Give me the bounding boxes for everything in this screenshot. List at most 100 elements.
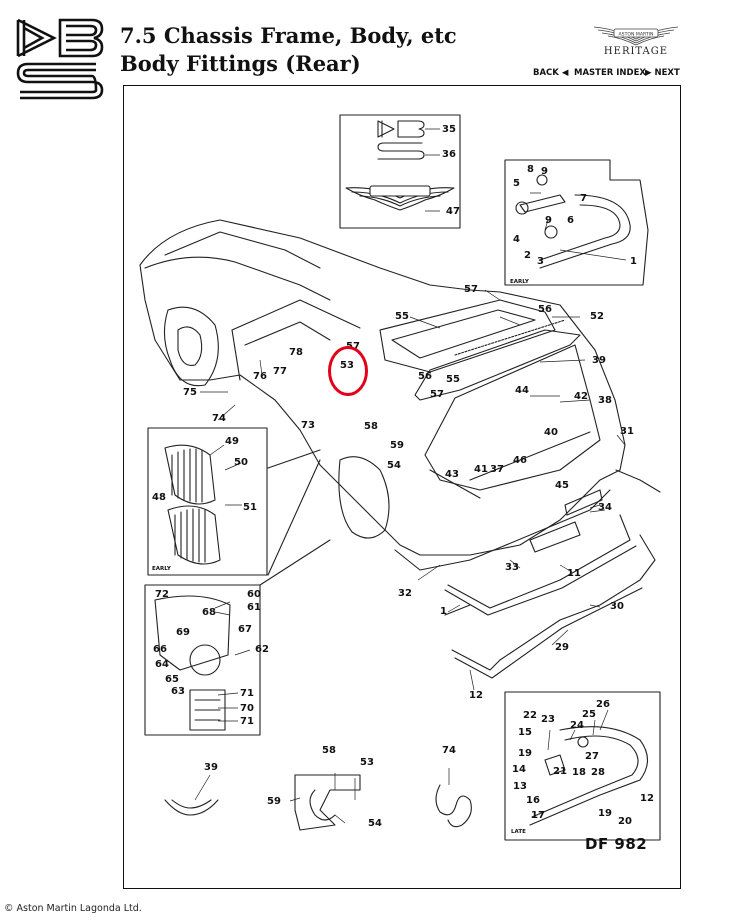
heritage-label: HERITAGE [603, 46, 669, 57]
callout-40: 40 [544, 427, 558, 438]
boot-lid [414, 329, 581, 401]
copyright: © Aston Martin Lagonda Ltd. [4, 903, 142, 914]
callout-39a: 39 [592, 355, 606, 366]
callout-14: 14 [512, 764, 526, 775]
callout-26: 26 [596, 699, 610, 710]
callout-66: 66 [153, 644, 167, 655]
callout-51: 51 [243, 502, 257, 513]
callout-12b: 12 [640, 793, 654, 804]
callout-28: 28 [591, 767, 605, 778]
callout-55a: 55 [395, 311, 409, 322]
callout-74b: 74 [442, 745, 456, 756]
callout-71b: 71 [240, 716, 254, 727]
callout-19b: 19 [518, 748, 532, 759]
callout-46: 46 [513, 455, 527, 466]
callout-20: 20 [618, 816, 632, 827]
callout-33: 33 [505, 562, 519, 573]
callout-44: 44 [515, 385, 529, 396]
next-link[interactable]: ▶ NEXT [645, 68, 680, 78]
callout-59a: 59 [390, 440, 404, 451]
car-body-outline [139, 219, 626, 556]
part-53-highlight [328, 346, 368, 396]
callout-76: 76 [253, 371, 267, 382]
callout-54a: 54 [387, 460, 401, 471]
callout-21: 21 [553, 766, 567, 777]
callout-6: 6 [567, 215, 574, 226]
seal-39-sketch [164, 799, 219, 816]
callout-18: 18 [572, 767, 586, 778]
callout-45: 45 [555, 480, 569, 491]
callout-57c: 57 [430, 389, 444, 400]
heritage-badge-text: ASTON MARTIN [619, 31, 654, 37]
callout-43: 43 [445, 469, 459, 480]
callout-2: 2 [524, 250, 531, 261]
callout-1a: 1 [630, 256, 637, 267]
callout-29: 29 [555, 642, 569, 653]
callout-59b: 59 [267, 796, 281, 807]
callout-53b: 53 [360, 757, 374, 768]
early-note-grille: EARLY [152, 566, 171, 572]
callout-8: 8 [527, 164, 534, 175]
callout-77: 77 [273, 366, 287, 377]
early-note-top: EARLY [510, 279, 529, 285]
callout-65: 65 [165, 674, 179, 685]
callout-49: 49 [225, 436, 239, 447]
callout-64: 64 [155, 659, 169, 670]
callout-48: 48 [152, 492, 166, 503]
drawing-reference: DF 982 [585, 835, 648, 853]
callout-1b: 1 [440, 606, 447, 617]
title-block: 7.5 Chassis Frame, Body, etc Body Fittin… [120, 22, 457, 78]
seal-section-sketch [294, 774, 361, 831]
callout-12a: 12 [469, 690, 483, 701]
callout-19: 19 [598, 808, 612, 819]
callout-56a: 56 [538, 304, 552, 315]
callout-3: 3 [537, 256, 544, 267]
dbs-logo [16, 18, 104, 100]
callout-52: 52 [590, 311, 604, 322]
callout-54b: 54 [368, 818, 382, 829]
callout-35: 35 [442, 124, 456, 135]
callout-67: 67 [238, 624, 252, 635]
callout-72: 72 [155, 589, 169, 600]
master-index-link[interactable]: MASTER INDEX [574, 68, 646, 78]
callout-62: 62 [255, 644, 269, 655]
callout-9b: 9 [545, 215, 552, 226]
callout-57a: 57 [464, 284, 478, 295]
callout-69: 69 [176, 627, 190, 638]
page-title: 7.5 Chassis Frame, Body, etc [120, 23, 457, 48]
callout-73: 73 [301, 420, 315, 431]
filler-inset-box [144, 584, 261, 736]
callout-27: 27 [585, 751, 599, 762]
aston-martin-wings-badge: ASTON MARTIN [593, 26, 679, 46]
late-note: LATE [511, 829, 526, 835]
callout-15: 15 [518, 727, 532, 738]
callout-24: 24 [570, 720, 584, 731]
callout-75: 75 [183, 387, 197, 398]
callout-36: 36 [442, 149, 456, 160]
callout-5: 5 [513, 178, 520, 189]
callout-41: 41 [474, 464, 488, 475]
callout-78: 78 [289, 347, 303, 358]
callout-71a: 71 [240, 688, 254, 699]
callout-39b: 39 [204, 762, 218, 773]
callout-70: 70 [240, 703, 254, 714]
callout-42: 42 [574, 391, 588, 402]
callout-74a: 74 [212, 413, 226, 424]
seal-74-sketch [435, 784, 472, 828]
callout-63: 63 [171, 686, 185, 697]
callout-32: 32 [398, 588, 412, 599]
callout-23: 23 [541, 714, 555, 725]
callout-7: 7 [580, 193, 587, 204]
callout-68: 68 [202, 607, 216, 618]
callout-22: 22 [523, 710, 537, 721]
callout-47: 47 [446, 206, 460, 217]
callout-38: 38 [598, 395, 612, 406]
callout-9: 9 [541, 166, 548, 177]
callout-4: 4 [513, 234, 520, 245]
back-link[interactable]: BACK ◀ [533, 68, 569, 78]
callout-61: 61 [247, 602, 261, 613]
grille-inset-box [147, 427, 268, 576]
callout-58a: 58 [364, 421, 378, 432]
callout-56b: 56 [418, 371, 432, 382]
